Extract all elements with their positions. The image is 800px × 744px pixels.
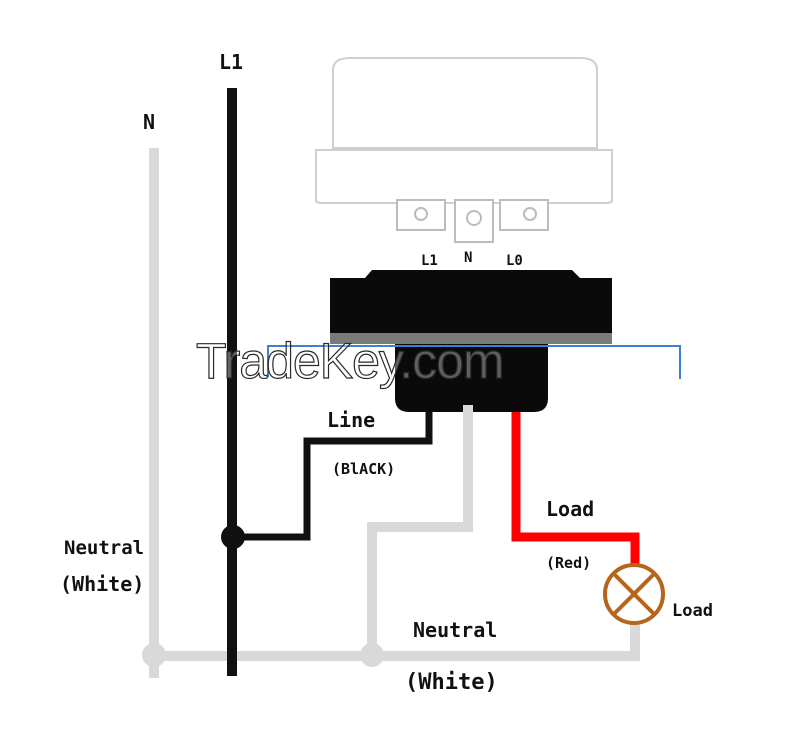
terminal-l1-label: L1 <box>421 253 438 269</box>
line-color-label: (BlACK) <box>332 460 396 478</box>
load-color-label: (Red) <box>546 554 592 572</box>
neutral-junction-mid <box>360 643 384 667</box>
neutral-wires <box>149 148 640 678</box>
line-label: Line <box>327 408 376 432</box>
mounting-panel <box>267 345 681 379</box>
watermark: TradeKey.com <box>195 333 505 389</box>
receptacle-body <box>330 270 612 412</box>
lamp-icon <box>603 563 665 625</box>
neutral-bottom-label: Neutral <box>413 618 498 642</box>
neutral-left-color-label: (White) <box>60 572 145 596</box>
photocell-head <box>315 57 613 204</box>
n-rail-label: N <box>143 110 156 134</box>
neutral-left-label: Neutral <box>64 537 145 559</box>
line-junction <box>221 525 245 549</box>
photocell-prongs <box>396 199 549 243</box>
line-wires <box>227 88 433 676</box>
neutral-bottom-color-label: (White) <box>405 670 498 695</box>
load-wire-label: Load <box>546 497 595 521</box>
lamp-load-label: Load <box>672 601 713 621</box>
neutral-junction-left <box>142 643 166 667</box>
terminal-lo-label: L0 <box>506 253 523 269</box>
terminal-n-label: N <box>464 250 473 266</box>
load-wire <box>511 412 640 564</box>
l1-rail-label: L1 <box>219 50 244 74</box>
